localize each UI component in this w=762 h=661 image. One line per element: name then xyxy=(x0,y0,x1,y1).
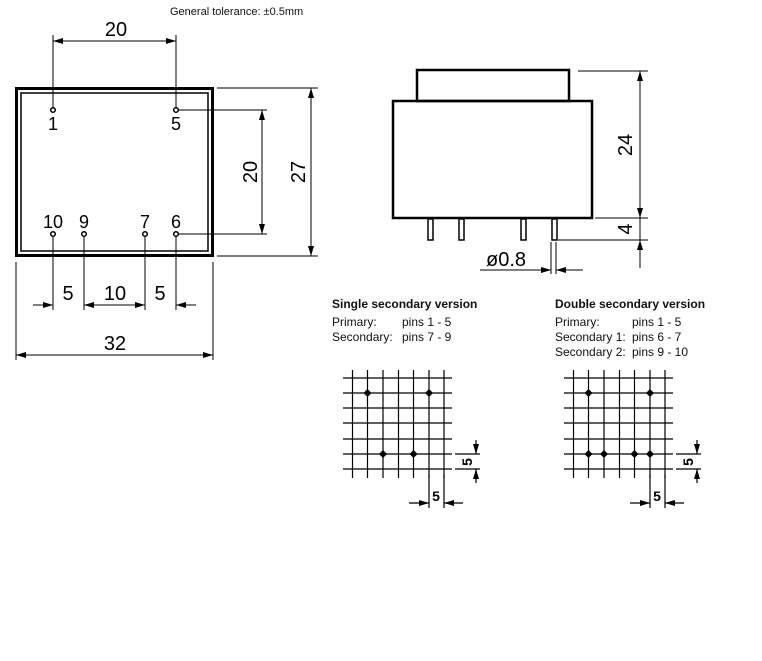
pin-label: 6 xyxy=(171,212,181,232)
dim-pin-span-top: 20 xyxy=(105,19,127,41)
grid-dim-h: 5 xyxy=(432,488,440,504)
double-pin-dot xyxy=(646,450,654,458)
dim-pin-span-vertical: 20 xyxy=(240,161,262,183)
pin-label: 1 xyxy=(48,114,58,134)
double-row-value: pins 1 - 5 xyxy=(632,315,682,329)
grid-dim-v: 5 xyxy=(459,458,475,466)
dim-pin-length: 4 xyxy=(615,223,637,234)
double-row-value: pins 6 - 7 xyxy=(632,330,682,344)
single-row-label: Secondary: xyxy=(332,330,393,344)
general-tolerance: General tolerance: ±0.5mm xyxy=(170,6,304,18)
double-pin-dot xyxy=(584,389,593,397)
dim-height: 27 xyxy=(288,161,310,183)
single-pin-dot xyxy=(425,389,433,397)
double-pin-dot xyxy=(584,450,593,458)
double-title: Double secondary version xyxy=(555,297,706,311)
dim-pin-diameter: ø0.8 xyxy=(486,249,526,271)
single-title: Single secondary version xyxy=(332,297,478,311)
single-row-label: Primary: xyxy=(332,315,377,329)
grid-dim-h: 5 xyxy=(653,488,661,504)
double-row-label: Primary: xyxy=(555,315,600,329)
double-row-value: pins 9 - 10 xyxy=(632,345,689,359)
single-pin-dot xyxy=(363,389,372,397)
side-view-cap xyxy=(415,68,571,103)
double-pin-dot xyxy=(646,389,654,397)
dim-bottom-a: 5 xyxy=(62,283,73,305)
single-row-value: pins 1 - 5 xyxy=(402,315,452,329)
double-row-label: Secondary 1: xyxy=(555,330,626,344)
single-row-value: pins 7 - 9 xyxy=(402,330,452,344)
dim-width: 32 xyxy=(104,333,126,355)
dim-bottom-c: 5 xyxy=(154,283,165,305)
dim-bottom-b: 10 xyxy=(104,283,126,305)
single-pin-dot xyxy=(409,450,418,458)
double-pin-dot xyxy=(630,450,639,458)
pin-label: 10 xyxy=(43,212,63,232)
top-view-outline xyxy=(15,87,214,257)
pin-label: 7 xyxy=(140,212,150,232)
side-view-body xyxy=(391,99,594,220)
dim-body-height: 24 xyxy=(615,134,637,156)
double-row-label: Secondary 2: xyxy=(555,345,626,359)
pin-label: 5 xyxy=(171,114,181,134)
single-pin-dot xyxy=(379,450,387,458)
grid-dim-v: 5 xyxy=(680,458,696,466)
double-pin-dot xyxy=(600,450,608,458)
pin-label: 9 xyxy=(79,212,89,232)
